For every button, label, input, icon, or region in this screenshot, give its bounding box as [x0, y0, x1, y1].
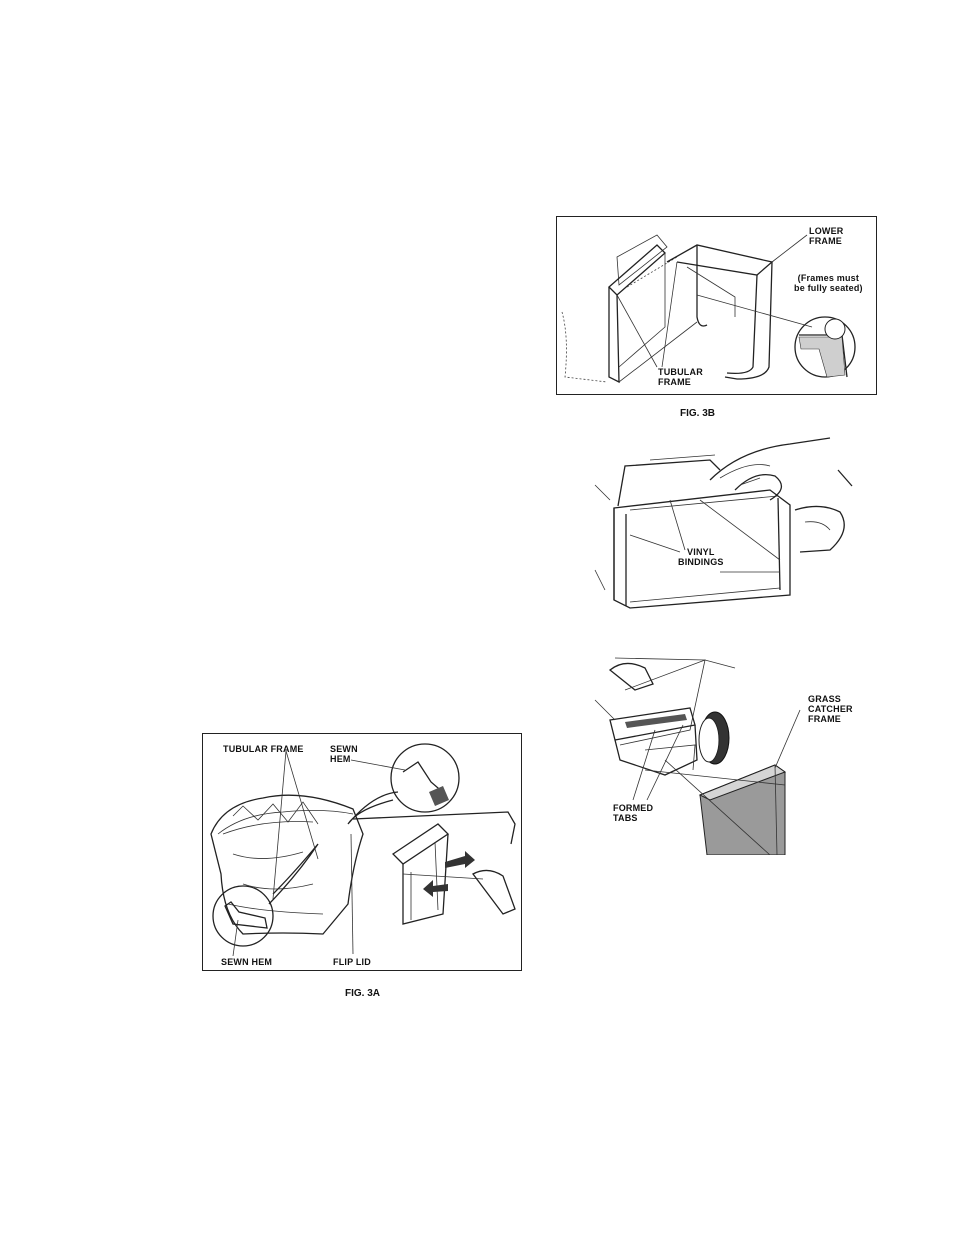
vinyl-bindings-drawing	[590, 430, 860, 615]
tubular-frame-label-3a: TUBULAR FRAME	[223, 744, 304, 754]
fig-vinyl-bindings: VINYL BINDINGS	[590, 430, 860, 615]
fig-formed-tabs: GRASS CATCHER FRAME FORMED TABS	[585, 650, 875, 855]
fig-3a: TUBULAR FRAME SEWN HEM SEWN HEM FLIP LID…	[202, 733, 524, 1013]
flip-lid-label: FLIP LID	[333, 957, 371, 967]
sewn-hem-top-label: SEWN HEM	[330, 744, 358, 764]
fig-3b: LOWER FRAME (Frames must be fully seated…	[556, 216, 878, 396]
tubular-frame-label: TUBULAR FRAME	[658, 367, 703, 387]
fig-3b-frame: LOWER FRAME (Frames must be fully seated…	[556, 216, 877, 395]
fig-3a-caption: FIG. 3A	[345, 988, 380, 999]
formed-tabs-drawing	[585, 650, 875, 855]
fig-3b-caption: FIG. 3B	[680, 408, 715, 419]
lower-frame-label: LOWER FRAME	[809, 226, 844, 246]
vinyl-bindings-label: VINYL BINDINGS	[678, 547, 724, 567]
formed-tabs-label: FORMED TABS	[613, 803, 653, 823]
sewn-hem-bottom-label: SEWN HEM	[221, 957, 272, 967]
frames-seated-note: (Frames must be fully seated)	[794, 273, 863, 293]
fig-3a-drawing	[203, 734, 521, 970]
grass-catcher-frame-label: GRASS CATCHER FRAME	[808, 694, 853, 724]
fig-3a-frame: TUBULAR FRAME SEWN HEM SEWN HEM FLIP LID	[202, 733, 522, 971]
